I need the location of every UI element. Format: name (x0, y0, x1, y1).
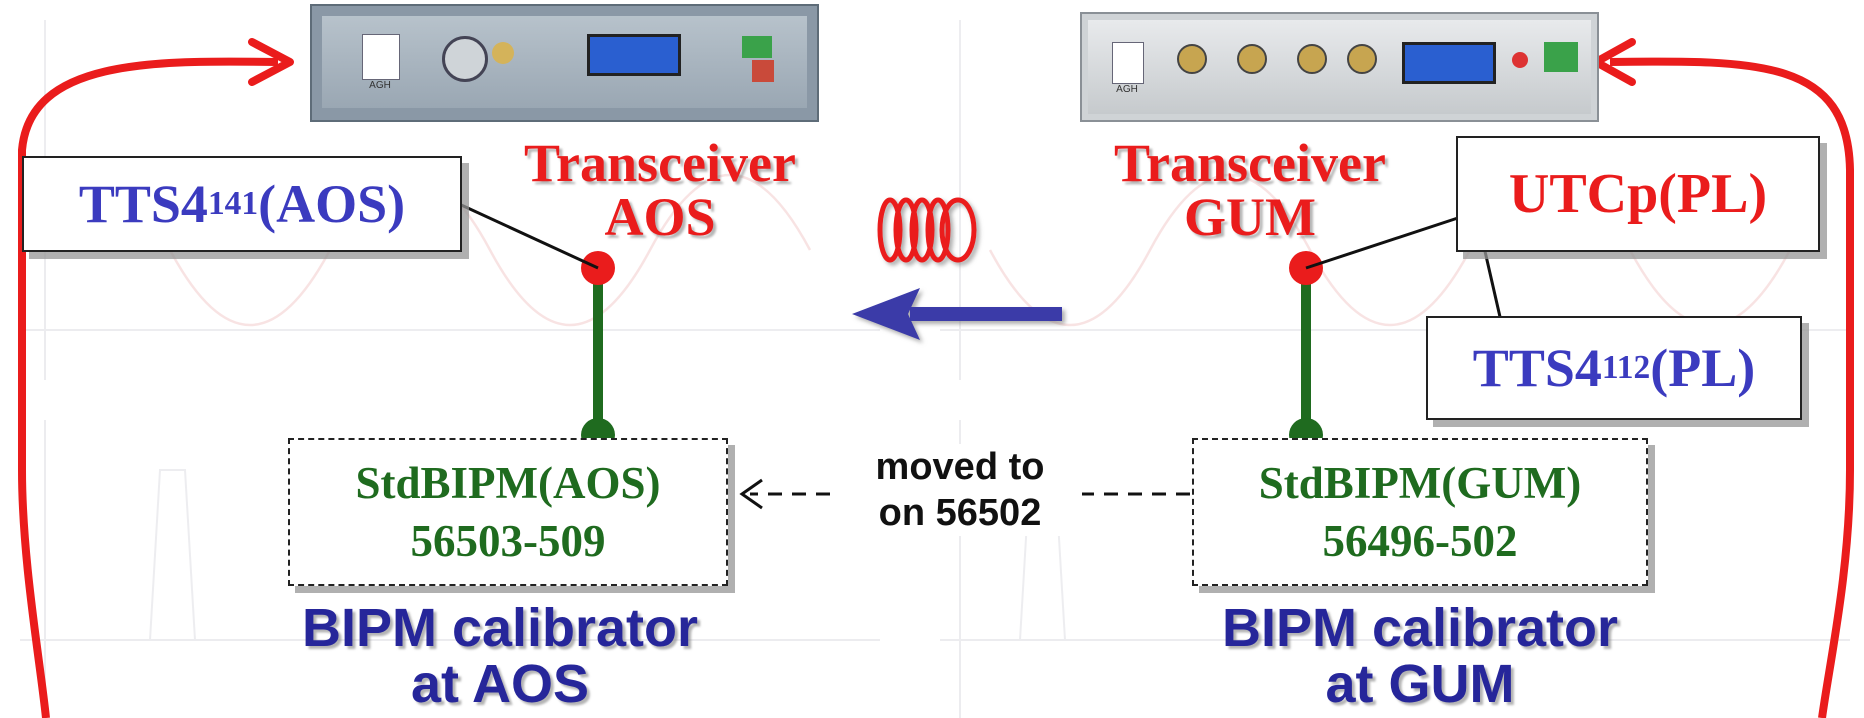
tts4-aos-suffix: (AOS) (258, 174, 406, 234)
red-loop-left (18, 57, 279, 718)
cal-gum-line1: BIPM calibrator (1221, 598, 1619, 658)
calibrator-aos-caption: BIPM calibrator at AOS (220, 600, 780, 712)
agh-logo-text: AGH (369, 80, 391, 91)
tts4-pl-suffix: (PL) (1650, 338, 1756, 398)
lcd-display-icon (587, 34, 681, 76)
lcd-display-icon (1402, 42, 1496, 84)
cal-aos-line2: at AOS (410, 654, 590, 714)
utcp-box: UTCp(PL) (1456, 136, 1820, 252)
std-gum-line1: StdBIPM(GUM) (1258, 458, 1582, 508)
cal-gum-line2: at GUM (1325, 654, 1515, 714)
connector-tts4-aos (445, 196, 599, 270)
std-gum-line2: 56496-502 (1322, 516, 1518, 566)
cal-aos-line1: BIPM calibrator (301, 598, 699, 658)
agh-logo (362, 34, 400, 80)
transceiver-gum-line1: Transceiver (1114, 133, 1386, 193)
utcp-label: UTCp(PL) (1508, 163, 1768, 225)
transceiver-aos-line1: Transceiver (524, 133, 796, 193)
std-aos-line2: 56503-509 (410, 516, 606, 566)
tts4-aos-name: TTS4 (78, 174, 208, 234)
transceiver-gum-line2: GUM (1184, 187, 1316, 247)
agh-logo-text: AGH (1116, 84, 1138, 95)
fiber-spool-icon (877, 197, 977, 263)
agh-logo (1112, 42, 1144, 84)
bg-sine-right (988, 174, 1792, 326)
std-bipm-gum-box: StdBIPM(GUM) 56496-502 (1192, 438, 1648, 586)
std-bipm-aos-box: StdBIPM(AOS) 56503-509 (288, 438, 728, 586)
device-photo-gum: AGH (1080, 12, 1599, 122)
moved-line2: on 56502 (878, 492, 1042, 534)
moved-arrow-head (739, 478, 763, 510)
bg-sine-left (168, 174, 812, 326)
calibrator-gum-caption: BIPM calibrator at GUM (1140, 600, 1700, 712)
moved-line1: moved to (875, 446, 1045, 488)
tts4-pl-name: TTS4 (1472, 338, 1602, 398)
background-waveforms (20, 20, 1850, 718)
moved-note: moved to on 56502 (838, 444, 1082, 536)
transceiver-aos-line2: AOS (604, 187, 716, 247)
red-loop-left-arrowhead (248, 38, 294, 86)
device-photo-aos: AGH (310, 4, 819, 122)
std-aos-line1: StdBIPM(AOS) (355, 458, 661, 508)
tts4-aos-sub: 141 (207, 185, 259, 222)
tts4-pl-sub: 112 (1601, 349, 1651, 386)
red-loop-right (1609, 57, 1854, 718)
direction-arrow (852, 288, 1062, 340)
connector-utcp (1305, 210, 1477, 270)
transceiver-gum-label: Transceiver GUM (1080, 136, 1420, 244)
transceiver-aos-label: Transceiver AOS (490, 136, 830, 244)
